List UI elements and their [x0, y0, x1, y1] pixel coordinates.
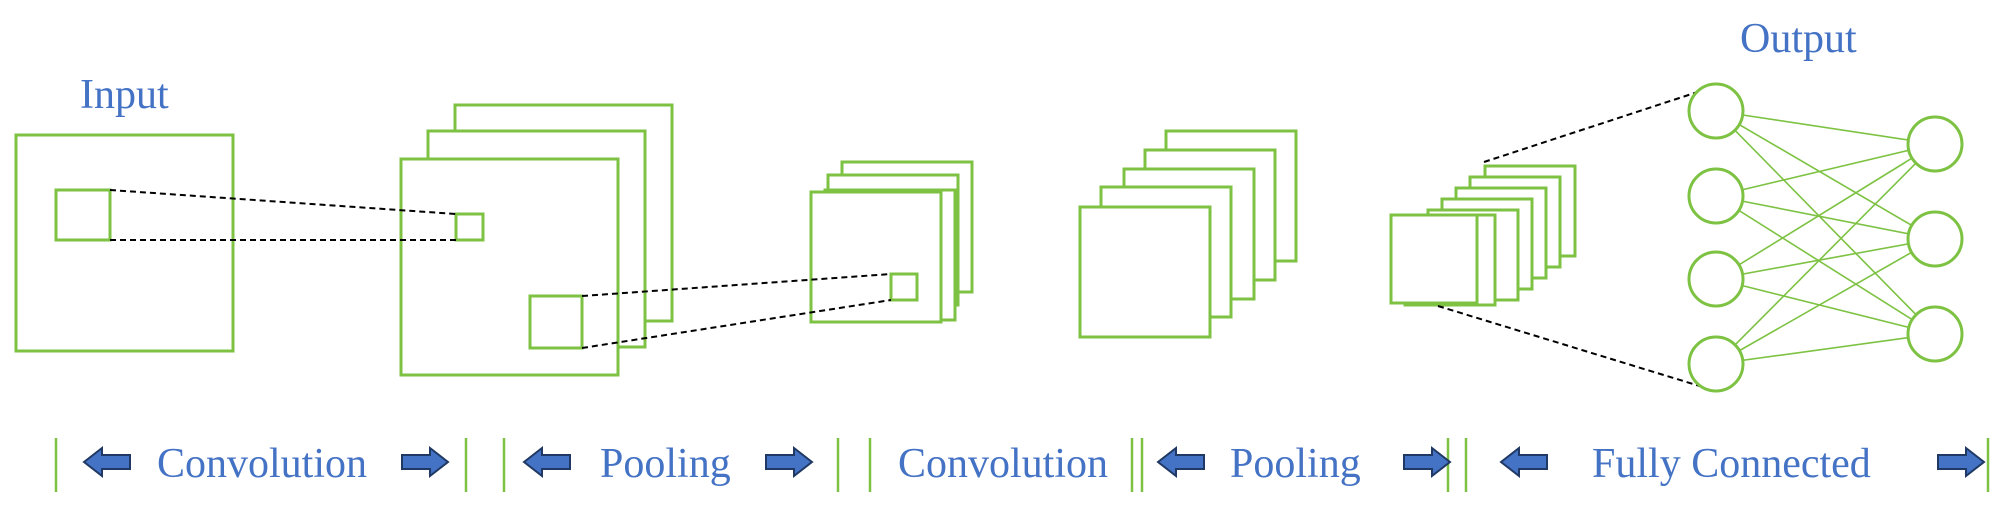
left-arrow-icon [82, 445, 131, 479]
connection-edge [1715, 110, 1936, 145]
output-node [1906, 305, 1964, 363]
feature-map [399, 157, 620, 377]
projection-line [1437, 305, 1717, 392]
stage-2: Pooling [502, 438, 840, 492]
left-arrow-icon [1156, 445, 1205, 479]
projection-line [109, 189, 457, 215]
hidden-node [1687, 250, 1745, 308]
output-node [1906, 210, 1964, 268]
right-arrow-icon [401, 445, 450, 479]
pool1-unit [889, 272, 919, 302]
conv1-feature-maps [399, 103, 674, 377]
left-arrow-icon [1499, 445, 1548, 479]
hidden-node [1687, 335, 1745, 393]
input-group: Input [14, 72, 235, 353]
right-arrow-icon [1937, 445, 1986, 479]
conv1-pool-window [528, 294, 584, 350]
input-receptive-field [54, 188, 112, 242]
connection-edge [1715, 238, 1936, 365]
stage-label: Convolution [157, 441, 367, 487]
connection-edge [1715, 143, 1936, 365]
fully-connected-edges [1715, 110, 1936, 365]
connection-edge [1715, 110, 1936, 240]
right-arrow-icon [1403, 445, 1452, 479]
stage-label: Pooling [600, 441, 731, 487]
projection-lines [109, 85, 1717, 392]
projection-line [581, 299, 892, 349]
output-label: Output [1740, 16, 1857, 62]
pool2-feature-maps [1389, 164, 1577, 307]
stage-3: Convolution [868, 438, 1134, 492]
stage-5: Fully Connected [1464, 438, 1990, 492]
stage-bar: Convolution Pooling Convolution Pooling Full… [54, 438, 1990, 492]
left-arrow-icon [522, 445, 571, 479]
hidden-node [1687, 82, 1745, 140]
connection-edge [1715, 278, 1936, 335]
stage-1: Convolution [54, 438, 468, 492]
connection-edge [1715, 143, 1936, 197]
pool1-feature-maps [809, 160, 974, 324]
connection-edge [1715, 238, 1936, 280]
feature-map [809, 190, 943, 324]
feature-map [1389, 213, 1479, 305]
output-node [1906, 115, 1964, 173]
fully-connected-nodes [1687, 82, 1964, 393]
conv2-feature-maps [1078, 129, 1298, 339]
hidden-node [1687, 167, 1745, 225]
projection-line [581, 273, 892, 297]
connection-edge [1715, 143, 1936, 280]
connection-edge [1715, 333, 1936, 365]
input-image [14, 133, 235, 353]
feature-map [1078, 205, 1212, 339]
stage-label: Convolution [898, 441, 1108, 487]
stage-label: Pooling [1230, 441, 1361, 487]
right-arrow-icon [765, 445, 814, 479]
input-label: Input [80, 72, 169, 118]
conv1-output-unit [454, 212, 485, 242]
connection-edge [1715, 195, 1936, 240]
connection-edge [1715, 110, 1936, 335]
connection-edge [1715, 195, 1936, 335]
stage-4: Pooling [1140, 438, 1452, 492]
projection-line [1483, 85, 1717, 163]
stage-label: Fully Connected [1592, 441, 1871, 487]
